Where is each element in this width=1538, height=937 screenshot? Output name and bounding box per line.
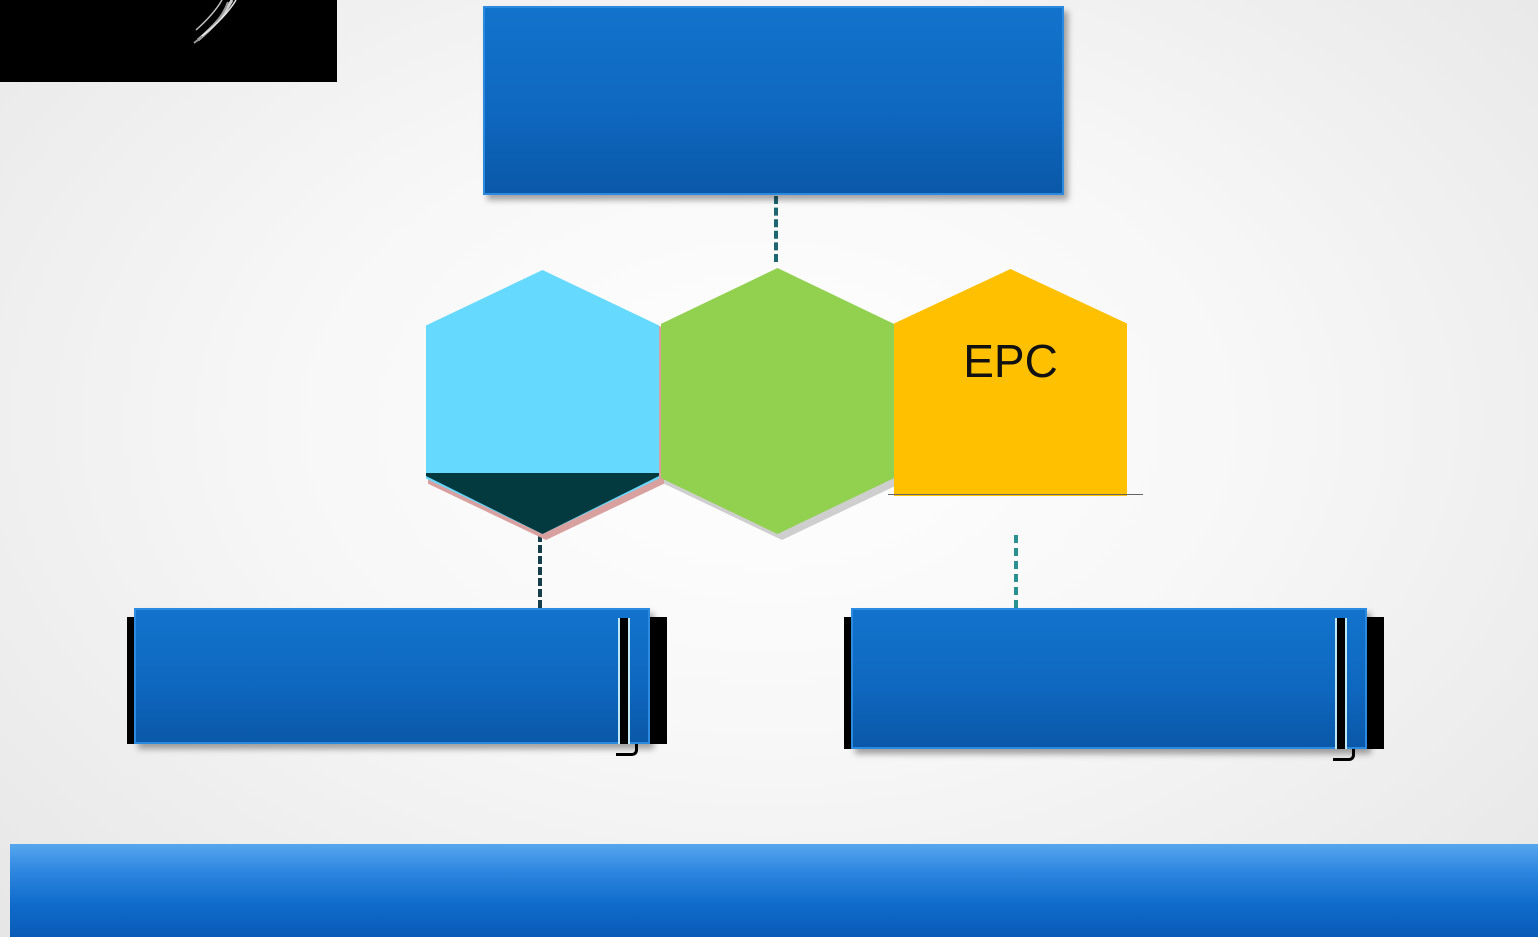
bottom-bar — [10, 844, 1538, 937]
connector-right — [1014, 535, 1018, 608]
right-box-curl — [1333, 749, 1355, 761]
connector-left — [538, 534, 542, 608]
connector-top — [774, 196, 778, 262]
right-box — [851, 608, 1367, 749]
hexagon-blue-dark-segment — [426, 473, 659, 534]
right-box-edge-bar — [1335, 618, 1347, 749]
left-box-edge-bar — [618, 618, 630, 744]
hexagon-orange-label: EPC — [963, 335, 1058, 387]
top-box — [483, 6, 1064, 195]
hexagon-green — [661, 268, 894, 534]
hexagon-orange-underline — [888, 494, 1143, 495]
left-box — [134, 608, 650, 744]
logo-block — [0, 0, 337, 82]
hexagon-orange — [894, 269, 1127, 496]
left-box-curl — [616, 744, 638, 756]
logo-swoosh-icon — [193, 0, 237, 44]
